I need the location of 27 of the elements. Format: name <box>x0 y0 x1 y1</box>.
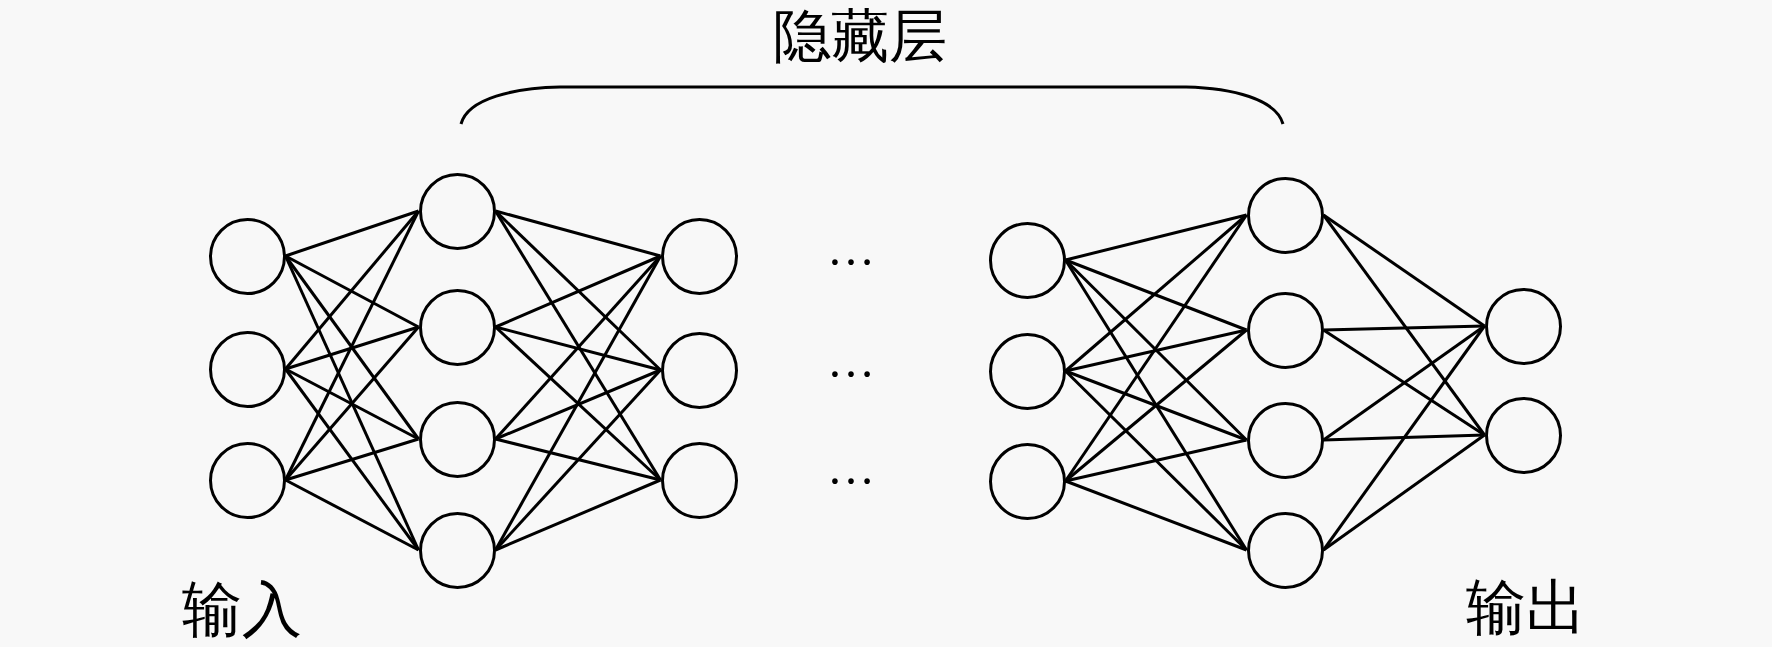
connection-line <box>1065 438 1247 483</box>
layer-label: 输入 <box>182 580 302 640</box>
connection-line <box>284 478 420 552</box>
connection-line <box>1323 324 1485 332</box>
connection-line <box>284 368 420 551</box>
connection-line <box>1064 479 1248 552</box>
ellipsis-text: … <box>827 225 875 273</box>
connection-line <box>1322 214 1486 436</box>
connection-line <box>285 325 419 371</box>
ellipsis-text: … <box>827 337 875 385</box>
connection-line <box>1323 433 1485 442</box>
layer-label: 输出 <box>1466 578 1586 638</box>
connection-line <box>1065 213 1247 262</box>
ellipsis-text: … <box>827 444 875 492</box>
connection-line <box>494 478 662 552</box>
connection-line <box>495 437 661 482</box>
connection-line <box>495 325 661 372</box>
connection-line <box>1322 433 1486 552</box>
connection-line <box>1065 328 1247 373</box>
connection-line <box>285 209 419 258</box>
connection-line <box>495 209 661 258</box>
connection-line <box>494 210 662 481</box>
bracket-label: 隐藏层 <box>773 8 947 66</box>
connection-line <box>494 254 662 329</box>
connection-line <box>285 437 419 482</box>
connection-line <box>1064 258 1248 332</box>
connection-line <box>1064 259 1248 551</box>
